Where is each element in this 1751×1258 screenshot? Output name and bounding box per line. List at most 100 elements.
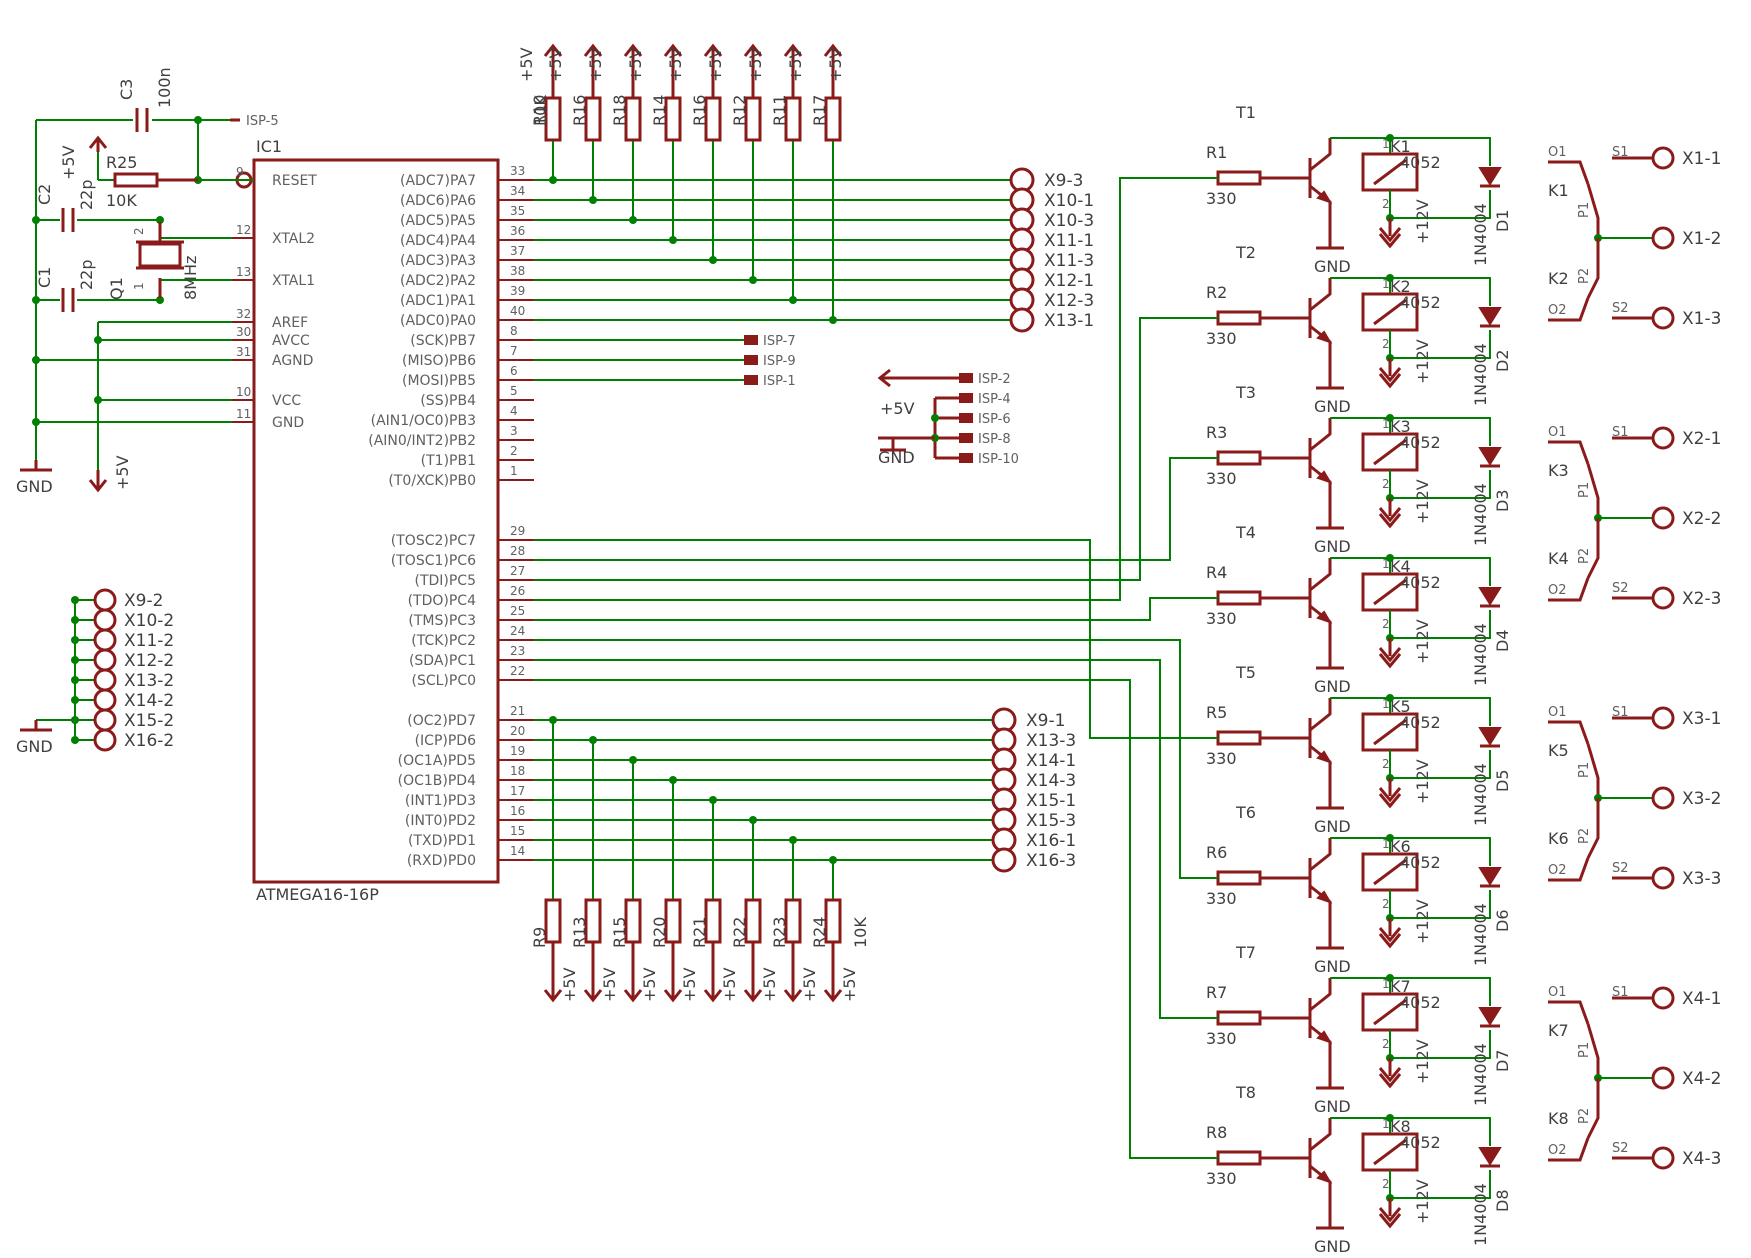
isp-power-block: +5V GND ISP-2 ISP-4 ISP-6 ISP-8 ISP-10 xyxy=(877,368,1019,467)
supply-arrow xyxy=(583,43,603,98)
supply-12v-arrow xyxy=(1378,498,1402,529)
r25-value: 10K xyxy=(106,191,137,210)
mcu-pin-name: (OC2)PD7 xyxy=(407,713,476,729)
mcu-pin-name: (ADC1)PA1 xyxy=(400,293,476,309)
supply-arrow xyxy=(823,43,843,98)
pullup-ref: R14 xyxy=(650,95,669,126)
transistor-ref: T6 xyxy=(1235,803,1256,822)
output-terminal xyxy=(1651,1066,1675,1090)
mcu-pin-name: VCC xyxy=(272,393,301,409)
contact-o1-arm xyxy=(1548,1000,1590,1025)
mcu-pin-name: (TDO)PC4 xyxy=(408,593,476,609)
mcu-pin-name: (RXD)PD0 xyxy=(407,853,476,869)
mcu-pin-number: 12 xyxy=(236,223,251,237)
gnd-connector-label: X10-2 xyxy=(124,611,174,631)
relay-12v-label: +12V xyxy=(1413,899,1432,944)
q1-ref: Q1 xyxy=(107,277,126,300)
contact-ka-ref: K1 xyxy=(1548,181,1569,200)
mcu-pin-name: (ADC3)PA3 xyxy=(400,253,476,269)
contact-upper-arm xyxy=(1586,743,1600,798)
contact-o2: O2 xyxy=(1548,1143,1567,1158)
coil-slash xyxy=(1373,858,1407,886)
portd-connector-label: X14-3 xyxy=(1026,771,1076,791)
supply-arrow xyxy=(543,43,563,98)
contact-s2: S2 xyxy=(1612,1141,1629,1156)
pulldown-ref: R15 xyxy=(610,917,629,948)
supply-arrow xyxy=(703,942,723,1003)
relay-pin-1: 1 xyxy=(1382,277,1390,291)
mcu-pin-number: 36 xyxy=(510,224,525,238)
contact-ka-ref: K3 xyxy=(1548,461,1569,480)
connector-pad xyxy=(991,847,1017,873)
relay-part: 4052 xyxy=(1400,573,1441,592)
portc-trace xyxy=(534,679,1218,1159)
relay-pin-2: 2 xyxy=(1382,337,1390,351)
supply-12v-arrow xyxy=(1378,1058,1402,1089)
pulldown-ref: R20 xyxy=(650,917,669,948)
c2-ref: C2 xyxy=(35,184,54,205)
mcu-pin-number: 14 xyxy=(510,844,525,858)
contact-upper-arm xyxy=(1586,1023,1600,1078)
base-resistor xyxy=(1216,730,1262,746)
pullup-5v-label: +5V xyxy=(826,47,845,82)
isp5-label: ISP-5 xyxy=(246,114,279,129)
channel-gnd-label: GND xyxy=(1314,1097,1351,1116)
contact-o2-arm xyxy=(1548,857,1590,882)
diode-part: 1N4004 xyxy=(1471,483,1490,546)
contact-p2: P2 xyxy=(1577,268,1592,284)
contact-p1: P1 xyxy=(1577,1042,1592,1058)
pulldown-5v-label: +5V xyxy=(720,967,739,1002)
contact-s2: S2 xyxy=(1612,581,1629,596)
contact-s2: S2 xyxy=(1612,301,1629,316)
junction xyxy=(71,716,79,724)
mcu-pin-number: 37 xyxy=(510,244,525,258)
junction xyxy=(669,236,677,244)
contact-s1: S1 xyxy=(1612,425,1629,440)
porta-connector-label: X10-3 xyxy=(1044,211,1094,231)
relay-pin-2: 2 xyxy=(1382,757,1390,771)
isp-gnd-label: GND xyxy=(878,448,915,467)
relay-12v-label: +12V xyxy=(1413,199,1432,244)
supply-arrow xyxy=(703,43,723,98)
mcu-pin-number: 30 xyxy=(236,325,251,339)
supply-arrow xyxy=(743,43,763,98)
mcu-pin-name: (TMS)PC3 xyxy=(408,613,476,629)
pulldown-value-10k: 10K xyxy=(851,917,870,948)
output-terminal-label: X4-2 xyxy=(1682,1069,1721,1089)
pullup-ref: R10 xyxy=(530,95,549,126)
coil-supply-wire xyxy=(1389,190,1491,219)
relay-ref: K8 xyxy=(1390,1117,1411,1136)
coil-slash xyxy=(1373,298,1407,326)
transistor-ref: T8 xyxy=(1235,1083,1256,1102)
connector-pad xyxy=(93,608,117,632)
c1-ref: C1 xyxy=(35,267,54,288)
contact-o2: O2 xyxy=(1548,583,1567,598)
gnd-label-left: GND xyxy=(16,477,53,496)
portc-trace xyxy=(534,317,1218,581)
junction xyxy=(709,796,717,804)
pullup-ref: R12 xyxy=(730,95,749,126)
transistor-body xyxy=(1308,418,1332,528)
collector-wire xyxy=(1330,977,1491,1006)
coil-slash xyxy=(1373,438,1407,466)
base-resistor-value: 330 xyxy=(1206,329,1237,348)
mcu-pin-number: 18 xyxy=(510,764,525,778)
isp-label: ISP-1 xyxy=(763,374,796,389)
transistor-ref: T7 xyxy=(1235,943,1256,962)
output-terminal-label: X2-2 xyxy=(1682,509,1721,529)
pullup-ref: R17 xyxy=(810,95,829,126)
mcu-pin-number: 21 xyxy=(510,704,525,718)
mcu-pin-name: GND xyxy=(272,415,304,431)
supply-arrow xyxy=(663,43,683,98)
output-terminal xyxy=(1651,586,1675,610)
contact-o1: O1 xyxy=(1548,705,1567,720)
junction xyxy=(749,816,757,824)
porta-connector-label: X9-3 xyxy=(1044,171,1083,191)
channel-gnd-label: GND xyxy=(1314,397,1351,416)
portd-connector-label: X9-1 xyxy=(1026,711,1065,731)
porta-pullups-and-connectors: X9-3+5VR10X10-1+5VR16X10-3+5VR18X11-1+5V… xyxy=(517,43,1094,333)
relay-12v-label: +12V xyxy=(1413,479,1432,524)
relay-pin-2: 2 xyxy=(1382,617,1390,631)
isp2-label: ISP-2 xyxy=(978,372,1011,387)
isp10-label: ISP-10 xyxy=(978,452,1019,467)
